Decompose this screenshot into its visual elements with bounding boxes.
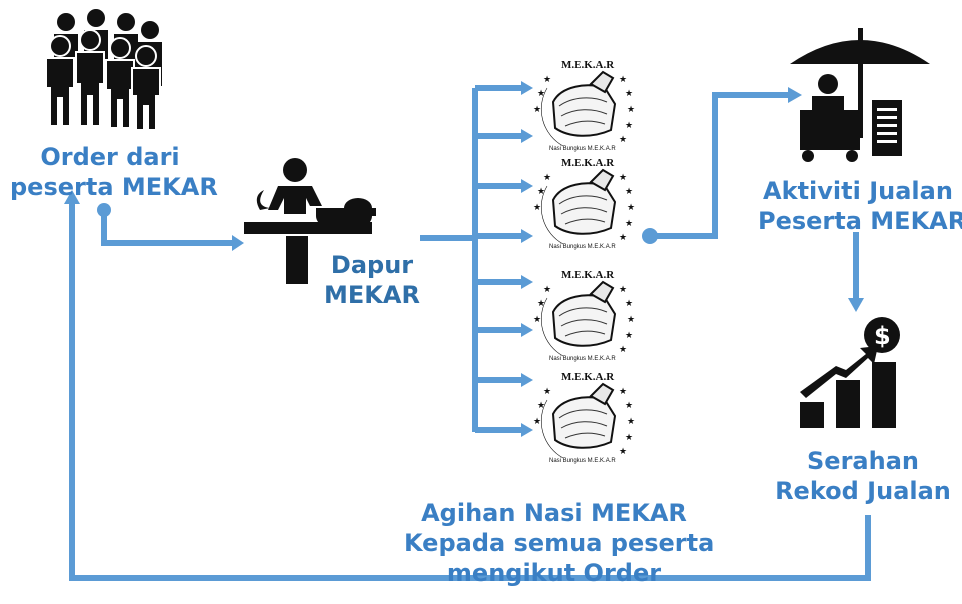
label-jualan-line2: Peserta MEKAR [758, 207, 962, 235]
logo-bottom-text: Nasi Bungkus M.E.K.A.R [549, 146, 616, 152]
mekar-logo: M.E.K.A.R Nasi Bungkus M.E.K.A.R [532, 371, 637, 467]
logo-top-text: M.E.K.A.R [561, 371, 615, 383]
people-group-icon [45, 9, 162, 131]
arrowhead-5 [521, 275, 533, 289]
label-agihan-line3: mengikut Order [446, 559, 662, 587]
arrowhead-3 [521, 179, 533, 193]
arrowhead-1 [521, 81, 533, 95]
label-serahan-line1: Serahan [807, 447, 919, 475]
logo-bottom-text: Nasi Bungkus M.E.K.A.R [549, 356, 616, 362]
label-dapur-line1: Dapur [330, 251, 414, 279]
connector-dot-logo [642, 228, 658, 244]
logo-top-text: M.E.K.A.R [561, 269, 615, 281]
mekar-logo: M.E.K.A.R Nasi Bungkus M.E.K.A.R [532, 59, 637, 155]
label-dapur-line2: MEKAR [324, 281, 420, 309]
connector-dot-order [97, 203, 111, 217]
label-agihan-line2: Kepada semua peserta [404, 529, 715, 557]
arrowhead-6 [521, 323, 533, 337]
connectors [69, 85, 871, 581]
svg-text:$: $ [874, 322, 891, 350]
label-serahan: Serahan Rekod Jualan [758, 446, 962, 506]
connector-order-to-dapur [101, 210, 232, 246]
mekar-logo: M.E.K.A.R Nasi Bungkus M.E.K.A.R [532, 269, 637, 365]
label-agihan-line1: Agihan Nasi MEKAR [421, 499, 687, 527]
arrowheads [64, 81, 864, 437]
arrowhead-8 [521, 423, 533, 437]
label-jualan: Aktiviti Jualan Peserta MEKAR [758, 176, 962, 236]
label-agihan: Agihan Nasi MEKAR Kepada semua peserta m… [404, 498, 715, 588]
arrowhead-dapur [232, 235, 244, 251]
label-jualan-line1: Aktiviti Jualan [763, 177, 953, 205]
mekar-logo-stack: M.E.K.A.R Nasi Bungkus M.E.K.A.R M.E.K.A… [532, 59, 637, 467]
mekar-logo: M.E.K.A.R Nasi Bungkus M.E.K.A.R [532, 157, 637, 253]
label-dapur: Dapur MEKAR [322, 250, 422, 310]
chef-cooking-icon [244, 158, 376, 284]
label-order-line1: Order dari [40, 143, 180, 171]
label-order: Order dari peserta MEKAR [10, 142, 218, 202]
arrowhead-stall [788, 87, 802, 103]
arrowhead-4 [521, 229, 533, 243]
logo-bottom-text: Nasi Bungkus M.E.K.A.R [549, 244, 616, 250]
arrowhead-order [64, 190, 80, 204]
label-order-line2: peserta MEKAR [10, 173, 218, 201]
logo-top-text: M.E.K.A.R [561, 59, 615, 71]
sales-growth-icon: $ [800, 317, 900, 428]
arrowhead-sales [848, 298, 864, 312]
logo-top-text: M.E.K.A.R [561, 157, 615, 169]
connector-feedback-loop [69, 200, 871, 581]
food-stall-icon [790, 28, 930, 162]
label-serahan-line2: Rekod Jualan [775, 477, 951, 505]
arrowhead-7 [521, 373, 533, 387]
logo-bottom-text: Nasi Bungkus M.E.K.A.R [549, 458, 616, 464]
connector-logo-to-stall [650, 92, 790, 239]
arrowhead-2 [521, 129, 533, 143]
